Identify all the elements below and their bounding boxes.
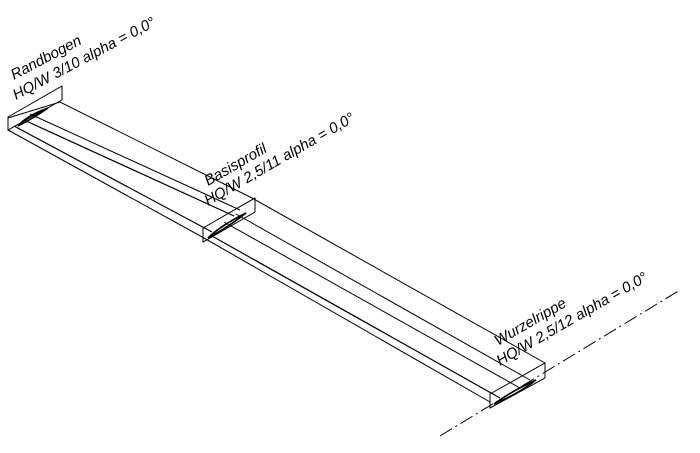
spar-line-mid (29, 113, 241, 211)
spar-line-lower-inner (211, 235, 501, 399)
wing-outline (7, 101, 546, 403)
randbogen-section (7, 85, 63, 131)
spar-line-inner-2 (235, 213, 531, 381)
basisprofil-section (202, 197, 256, 243)
wurzelrippe-section (489, 362, 546, 409)
station-profile-basisprofil: HQ/W 2,5/11 alpha = 0,0° (202, 110, 358, 210)
wing-axis-line (439, 289, 681, 437)
spar-line-inner (223, 221, 521, 389)
trailing-edge-line (7, 129, 491, 403)
leading-edge-line (7, 101, 546, 364)
spar-line-lower (13, 125, 213, 233)
spar-line-front (23, 119, 235, 217)
